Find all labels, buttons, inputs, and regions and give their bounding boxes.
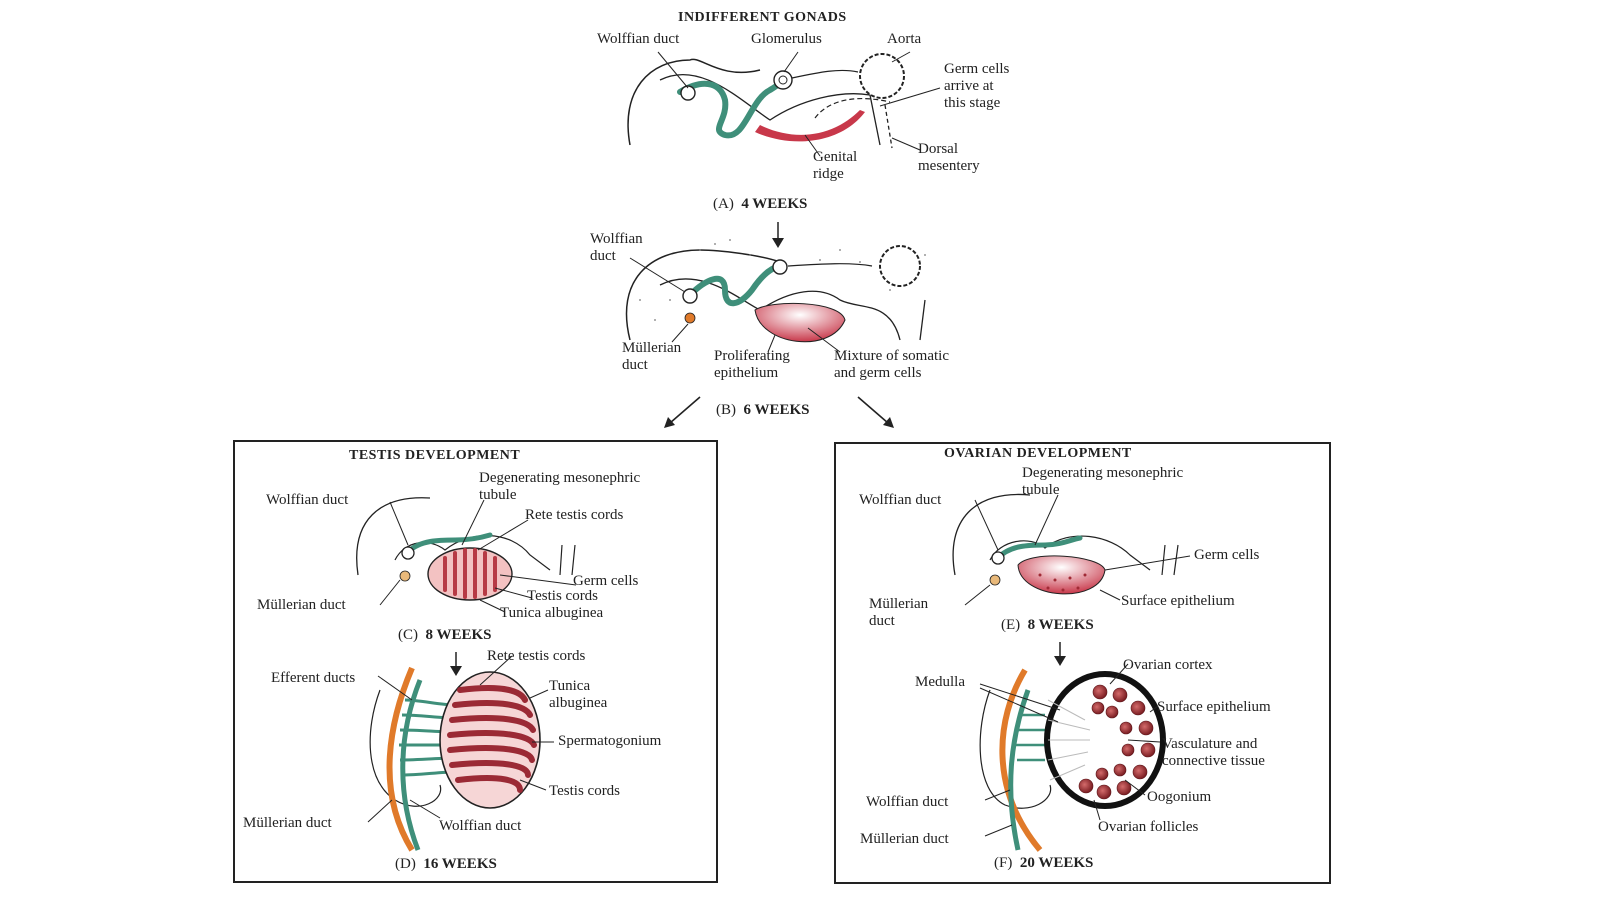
stage-f-letter: (F) <box>994 855 1013 871</box>
stage-b-label: (B) 6 WEEKS <box>716 402 810 419</box>
stage-d-label: (D) 16 WEEKS <box>395 856 497 873</box>
stage-f-label: (F) 20 WEEKS <box>994 855 1093 872</box>
label-d-tunica-1: Tunica <box>549 678 591 694</box>
label-c-degenerating-2: tubule <box>479 487 517 503</box>
ovarian-development-panel <box>834 442 1331 884</box>
stage-f-drawing <box>979 663 1166 852</box>
stage-a-letter: (A) <box>713 196 734 212</box>
label-dorsal-mesentery-1: Dorsal <box>918 141 958 157</box>
label-glomerulus: Glomerulus <box>751 31 822 47</box>
label-f-wolffian: Wolffian duct <box>866 794 949 810</box>
stage-a-label: (A) 4 WEEKS <box>713 196 807 213</box>
label-e-mullerian-1: Müllerian <box>869 596 929 612</box>
label-d-rete: Rete testis cords <box>487 648 586 664</box>
label-wolffian-b-2: duct <box>590 248 616 264</box>
label-d-tunica-2: albuginea <box>549 695 608 711</box>
stage-d-time: 16 WEEKS <box>423 856 497 872</box>
glomerulus-a <box>773 70 793 90</box>
label-e-mullerian-2: duct <box>869 613 895 629</box>
wolffian-duct-b <box>687 263 783 307</box>
stage-d-drawing <box>367 655 554 852</box>
label-e-surface: Surface epithelium <box>1121 593 1235 609</box>
mullerian-duct-f <box>999 668 1043 852</box>
mullerian-duct-e <box>989 574 1001 586</box>
stage-b-time: 6 WEEKS <box>743 402 810 418</box>
mullerian-duct-d <box>386 666 415 852</box>
label-c-degenerating-1: Degenerating mesonephric <box>479 470 641 486</box>
label-wolffian-b-1: Wolffian <box>590 231 643 247</box>
label-f-medulla: Medulla <box>915 674 965 690</box>
label-e-degenerating-1: Degenerating mesonephric <box>1022 465 1184 481</box>
label-germ-cells-2: arrive at <box>944 78 994 94</box>
label-f-mullerian: Müllerian duct <box>860 831 949 847</box>
label-mixture-2: and germ cells <box>834 365 922 381</box>
stage-b-drawing <box>625 239 926 428</box>
label-e-degenerating-2: tubule <box>1022 482 1060 498</box>
wolffian-duct-circle-a <box>680 85 696 101</box>
stage-e-drawing <box>952 493 1191 666</box>
wolffian-duct-f <box>1008 689 1031 851</box>
gonad-b <box>754 303 846 343</box>
stage-c-letter: (C) <box>398 627 418 643</box>
label-d-mullerian: Müllerian duct <box>243 815 332 831</box>
label-f-oogonium: Oogonium <box>1147 789 1212 805</box>
label-e-wolffian: Wolffian duct <box>859 492 942 508</box>
label-f-vasculature-2: connective tissue <box>1162 753 1265 769</box>
ovarian-development-title: OVARIAN DEVELOPMENT <box>944 446 1132 461</box>
label-c-testis-cords: Testis cords <box>527 588 599 604</box>
stage-d-letter: (D) <box>395 856 416 872</box>
label-mullerian-b-1: Müllerian <box>622 340 682 356</box>
aorta-b <box>879 245 921 287</box>
label-germ-cells-3: this stage <box>944 95 1001 111</box>
label-e-germ: Germ cells <box>1194 547 1260 563</box>
indifferent-gonads-title: INDIFFERENT GONADS <box>678 10 847 25</box>
testis-c <box>427 547 513 601</box>
wolffian-duct-c <box>405 532 493 555</box>
label-f-follicles: Ovarian follicles <box>1098 819 1199 835</box>
ovary-e <box>1017 555 1106 595</box>
label-mixture-1: Mixture of somatic <box>834 348 949 364</box>
label-d-wolffian: Wolffian duct <box>439 818 522 834</box>
stage-c-time: 8 WEEKS <box>425 627 492 643</box>
wolffian-duct-a <box>677 75 785 139</box>
label-f-cortex: Ovarian cortex <box>1123 657 1213 673</box>
label-proliferating-2: epithelium <box>714 365 779 381</box>
label-dorsal-mesentery-2: mesentery <box>918 158 980 174</box>
label-mullerian-b-2: duct <box>622 357 648 373</box>
label-c-germ: Germ cells <box>573 573 639 589</box>
mullerian-duct-b <box>684 312 696 324</box>
label-c-tunica: Tunica albuginea <box>500 605 604 621</box>
label-f-surface: Surface epithelium <box>1157 699 1271 715</box>
wolffian-duct-e <box>995 535 1083 561</box>
stage-a-time: 4 WEEKS <box>741 196 808 212</box>
label-d-testis-cords: Testis cords <box>549 783 621 799</box>
label-c-mullerian: Müllerian duct <box>257 597 346 613</box>
label-germ-cells-1: Germ cells <box>944 61 1010 77</box>
testis-development-panel <box>233 440 718 883</box>
stage-e-time: 8 WEEKS <box>1027 617 1094 633</box>
label-d-efferent: Efferent ducts <box>271 670 356 686</box>
label-f-vasculature-1: Vasculature and <box>1162 736 1258 752</box>
stage-b-letter: (B) <box>716 402 736 418</box>
label-wolffian-duct-a: Wolffian duct <box>597 31 680 47</box>
testis-development-title: TESTIS DEVELOPMENT <box>349 448 521 463</box>
label-genital-ridge-2: ridge <box>813 166 844 182</box>
genital-ridge-a <box>755 110 865 142</box>
label-genital-ridge-1: Genital <box>813 149 858 165</box>
label-c-wolffian: Wolffian duct <box>266 492 349 508</box>
stage-f-time: 20 WEEKS <box>1019 855 1094 871</box>
stage-c-drawing <box>356 497 577 676</box>
label-proliferating-1: Proliferating <box>714 348 790 364</box>
mullerian-duct-c <box>399 570 411 582</box>
stage-a-drawing <box>627 51 941 248</box>
stage-c-label: (C) 8 WEEKS <box>398 627 492 644</box>
label-c-rete: Rete testis cords <box>525 507 624 523</box>
stage-e-letter: (E) <box>1001 617 1021 633</box>
label-aorta: Aorta <box>887 31 922 47</box>
stage-e-label: (E) 8 WEEKS <box>1001 617 1094 634</box>
label-d-spermatogonium: Spermatogonium <box>558 733 662 749</box>
aorta-a <box>859 53 905 99</box>
